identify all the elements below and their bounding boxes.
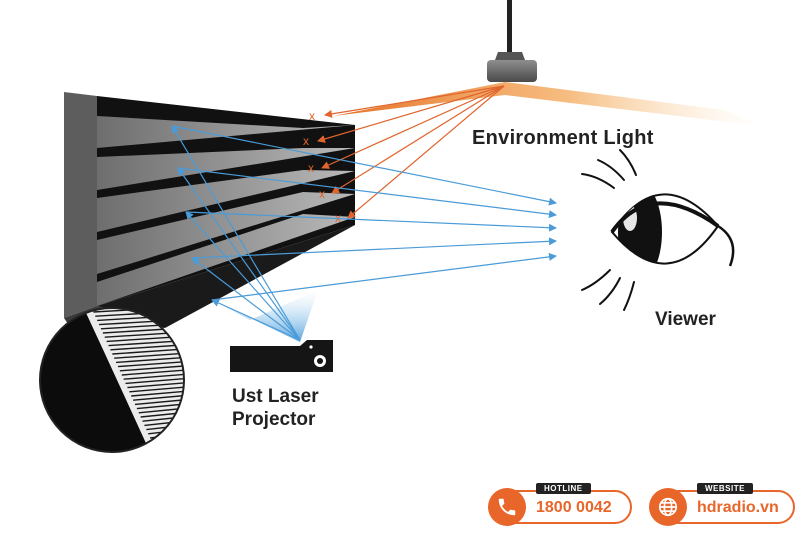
reflected-ray	[177, 167, 557, 219]
magnifier-stripe	[138, 406, 184, 414]
ambient-ray	[317, 85, 505, 143]
projector-label-line1: Ust Laser	[232, 386, 319, 407]
website-url[interactable]: hdradio.vn	[697, 499, 779, 516]
reflected-ray	[171, 125, 557, 206]
projector-label-line2: Projector	[232, 409, 316, 430]
ambient-ray	[347, 85, 505, 219]
projector-rays	[171, 125, 301, 341]
globe-icon	[649, 488, 687, 526]
magnifier-stripe	[153, 439, 184, 448]
environment-light-label: Environment Light	[472, 127, 654, 149]
magnifier-stripe	[151, 435, 184, 443]
magnifier-stripe	[136, 401, 184, 410]
website-badge[interactable]: WEBSITE hdradio.vn	[649, 483, 795, 526]
magnifier-stripe	[123, 372, 184, 380]
magnifier-stripe	[155, 443, 184, 452]
laser-projector	[230, 340, 333, 372]
magnifier-stripe	[142, 414, 184, 422]
projector-label: Ust Laser Projector	[232, 385, 352, 431]
rejection-mark: x	[303, 134, 309, 148]
magnifier-stripe	[133, 393, 184, 401]
rejection-mark: x	[319, 187, 325, 201]
magnifier-stripe	[134, 397, 184, 406]
magnifier-stripe	[106, 334, 184, 343]
magnifier-stripe	[119, 364, 184, 372]
hotline-number[interactable]: 1800 0042	[536, 499, 612, 516]
ceiling-lamp	[487, 0, 537, 82]
ambient-rays	[317, 85, 505, 219]
rejection-mark: x	[308, 161, 314, 175]
rejection-mark: x	[309, 109, 315, 123]
magnifier-stripe	[110, 343, 184, 351]
projector-ray	[185, 211, 301, 341]
website-tag: WEBSITE	[697, 483, 753, 494]
screen-facet	[97, 148, 355, 190]
ambient-ray	[324, 85, 505, 118]
magnifier-stripe	[131, 389, 184, 397]
magnifier-stripe	[108, 338, 184, 347]
magnifier-stripe	[116, 355, 184, 364]
screen-facet	[97, 170, 355, 232]
magnifier-stripe	[129, 385, 184, 393]
magnifier-stripe	[117, 359, 184, 368]
reflected-rays	[171, 125, 557, 301]
magnifier-stripe	[121, 368, 184, 376]
projector-ray	[171, 125, 301, 341]
ambient-ray	[331, 85, 505, 194]
projector-ray	[177, 167, 301, 341]
viewer-label: Viewer	[655, 309, 716, 330]
magnifier-stripe	[140, 410, 184, 418]
hotline-badge[interactable]: HOTLINE 1800 0042	[488, 483, 632, 526]
ambient-light-glow	[333, 82, 760, 126]
viewer-eye-icon	[581, 149, 735, 311]
phone-icon	[488, 488, 526, 526]
screen-facet	[97, 214, 355, 306]
magnifier-stripe	[112, 347, 184, 355]
reflected-ray	[185, 211, 557, 232]
magnifier-stripe	[114, 351, 184, 359]
magnifier-stripe	[125, 376, 184, 385]
magnifier-stripe	[104, 330, 184, 338]
reflected-ray	[191, 237, 557, 259]
projector-ray	[191, 257, 301, 341]
ambient-ray	[321, 85, 505, 169]
magnifier-stripe	[127, 380, 184, 389]
screen-magnifier	[39, 307, 185, 453]
screen-facet	[97, 116, 355, 148]
projector-ray	[211, 299, 301, 341]
reflected-ray	[211, 252, 557, 301]
hotline-tag: HOTLINE	[536, 483, 591, 494]
screen-facet	[97, 192, 355, 274]
